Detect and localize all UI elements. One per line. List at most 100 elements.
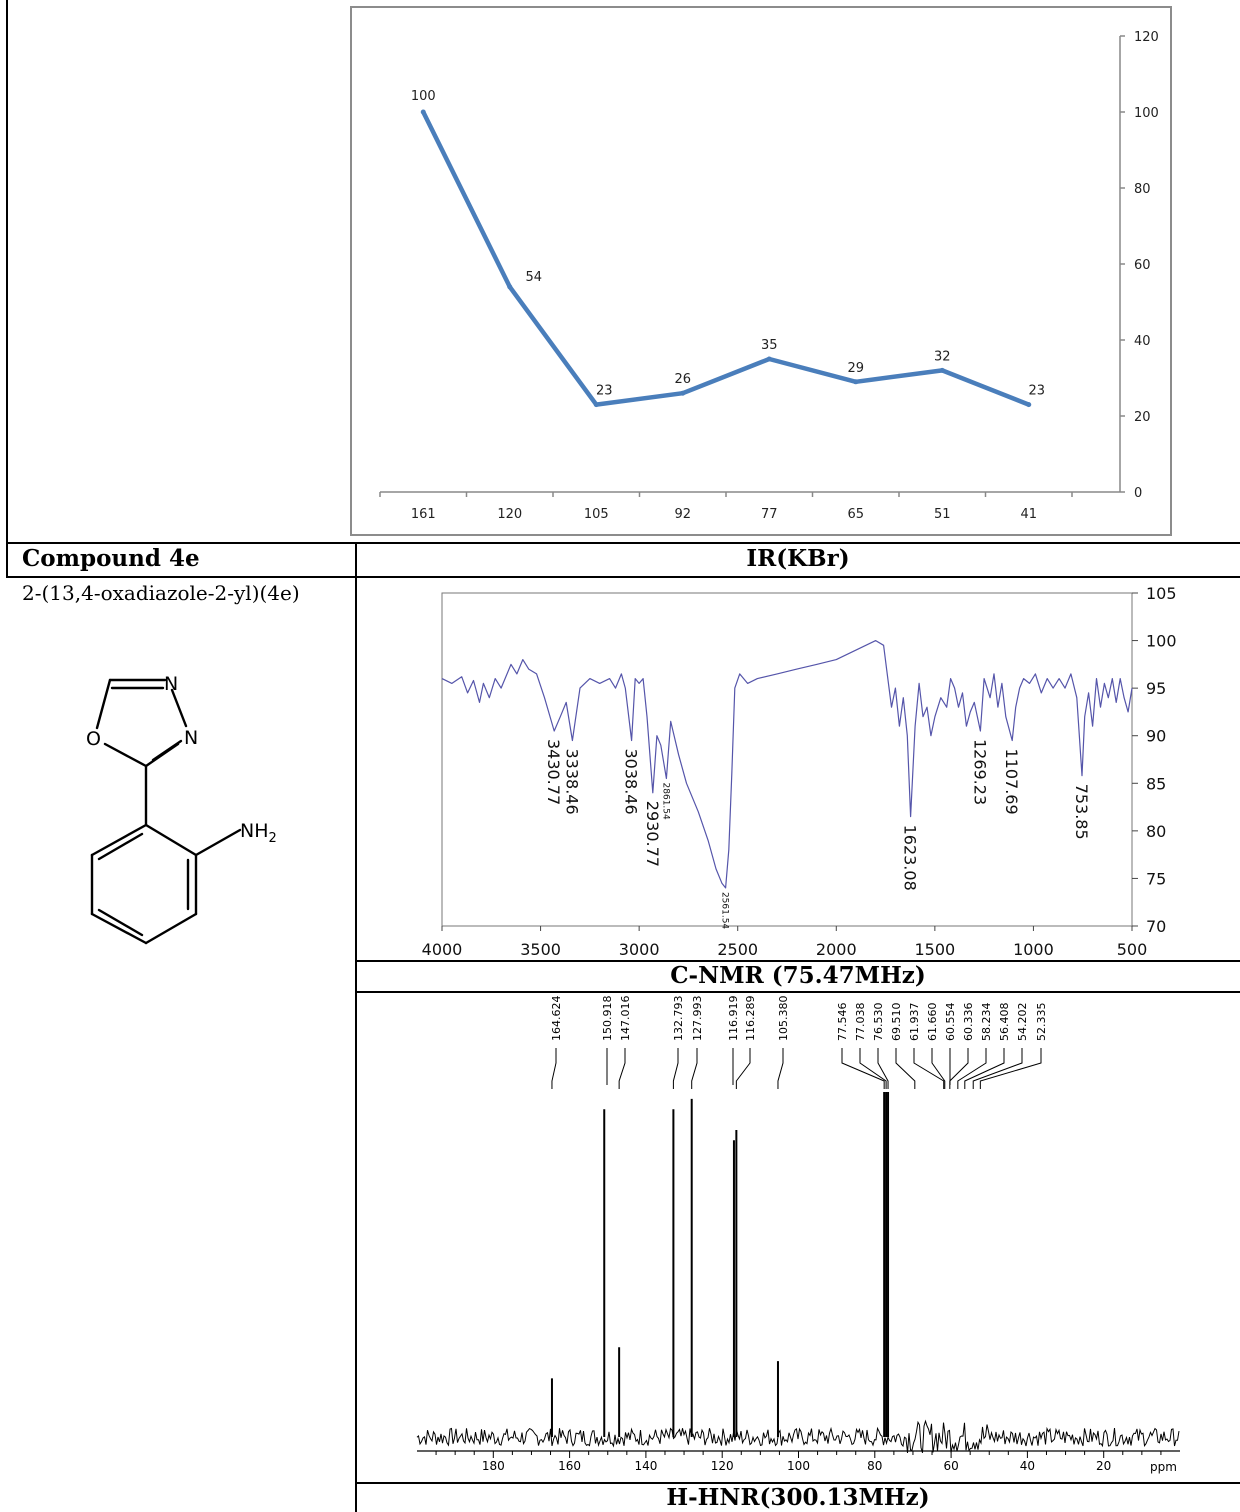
cnmr-peak-label: 58.234 (980, 1003, 993, 1042)
ms-x-tick-label: 92 (674, 507, 691, 522)
ms-y-tick-label: 40 (1134, 334, 1151, 349)
ms-data-point (939, 367, 945, 373)
ms-data-point (1026, 402, 1032, 408)
cnmr-peak-label: 147.016 (619, 996, 632, 1042)
cnmr-leader-line (931, 1048, 946, 1089)
ir-y-tick-label: 100 (1146, 632, 1177, 651)
ms-data-label: 54 (525, 270, 542, 285)
hnmr-header: H-HNR(300.13MHz) (666, 1484, 930, 1511)
cnmr-x-tick-label: 180 (482, 1459, 505, 1473)
cnmr-leader-line (777, 1048, 784, 1089)
ms-data-point (507, 284, 513, 290)
ir-peak-label: 3338.46 (562, 748, 581, 814)
ir-y-tick-label: 90 (1146, 727, 1166, 746)
ms-y-tick-label: 20 (1134, 410, 1151, 425)
ir-x-tick-label: 500 (1117, 940, 1148, 959)
ms-data-label: 29 (847, 361, 864, 376)
cnmr-leader-line (841, 1048, 885, 1089)
ir-peak-label: 1623.08 (901, 825, 920, 891)
cnmr-x-tick-label: 140 (634, 1459, 657, 1473)
cnmr-leader-line (735, 1048, 751, 1089)
cnmr-peak-label: 76.530 (872, 1003, 885, 1042)
table-rule-5 (356, 1482, 1240, 1484)
ms-y-tick-label: 120 (1134, 30, 1159, 45)
ms-series-line (421, 111, 1030, 407)
cnmr-leader-line (913, 1048, 945, 1089)
ms-x-tick-label: 65 (847, 507, 864, 522)
ir-x-tick-label: 4000 (422, 940, 463, 959)
cnmr-peak-label: 116.289 (744, 996, 757, 1042)
cnmr-leader-line (877, 1048, 889, 1089)
cnmr-peak-label: 61.660 (926, 1003, 939, 1042)
ir-y-tick-label: 80 (1146, 822, 1166, 841)
cnmr-x-axis-label: ppm (1150, 1460, 1177, 1474)
ms-y-tick-label: 80 (1134, 182, 1151, 197)
ir-y-tick-label: 75 (1146, 869, 1166, 888)
cnmr-leader-line (964, 1048, 1005, 1089)
cnmr-x-tick-label: 100 (787, 1459, 810, 1473)
ms-data-point (680, 390, 686, 396)
ms-data-label: 23 (1028, 384, 1045, 399)
ir-x-tick-label: 3000 (619, 940, 660, 959)
ir-peak-label: 3038.46 (622, 748, 641, 814)
cnmr-peak-label: 77.546 (836, 1003, 849, 1042)
ms-x-tick-label: 51 (934, 507, 951, 522)
cnmr-x-tick-label: 60 (943, 1459, 958, 1473)
cnmr-leader-line (551, 1048, 557, 1089)
table-rule-middle (355, 542, 357, 1512)
table-rule-3 (356, 960, 1240, 962)
cnmr-baseline-noise (416, 1419, 1180, 1454)
atom-nh2: NH2 (240, 820, 277, 846)
ms-data-point (420, 109, 426, 115)
ir-x-tick-label: 2000 (816, 940, 857, 959)
cnmr-x-tick-label: 80 (867, 1459, 882, 1473)
cnmr-peak-label: 60.336 (962, 1003, 975, 1042)
ir-plot-frame (441, 592, 1133, 927)
ms-y-tick-label: 0 (1134, 486, 1142, 501)
cnmr-peak-label: 132.793 (672, 996, 685, 1042)
ir-x-tick-label: 3500 (520, 940, 561, 959)
ms-x-tick-label: 105 (584, 507, 609, 522)
cnmr-leader-line (957, 1048, 987, 1089)
ir-peak-label: 1107.69 (1002, 748, 1021, 814)
ms-data-point (593, 402, 599, 408)
cnmr-peak-label: 164.624 (550, 996, 563, 1042)
cnmr-peak-label: 116.919 (727, 996, 740, 1042)
cnmr-leader-line (949, 1048, 969, 1089)
cnmr-leader-line (618, 1048, 626, 1089)
cnmr-peak-label: 60.554 (944, 1003, 957, 1042)
cnmr-x-tick-label: 20 (1096, 1459, 1111, 1473)
ms-data-label: 32 (934, 349, 951, 364)
cnmr-leader-line (979, 1048, 1042, 1089)
ms-data-label: 23 (596, 384, 613, 399)
ms-data-label: 26 (674, 372, 691, 387)
ir-peak-label: 2930.77 (643, 801, 662, 867)
ms-data-label: 35 (761, 338, 778, 353)
table-rule-1 (6, 542, 1240, 544)
ms-x-tick-label: 161 (411, 507, 436, 522)
cnmr-peak-label: 127.993 (691, 996, 704, 1042)
ir-x-tick-label: 2500 (717, 940, 758, 959)
ir-peak-label: 2861.54 (660, 783, 670, 820)
cnmr-x-tick-label: 160 (558, 1459, 581, 1473)
cnmr-leader-line (895, 1048, 916, 1089)
cnmr-peak-label: 61.937 (908, 1003, 921, 1042)
ir-peak-label: 1269.23 (970, 739, 989, 805)
ir-header: IR(KBr) (746, 545, 850, 572)
ir-x-tick-label: 1000 (1013, 940, 1054, 959)
ir-spectrum-line (441, 639, 1133, 889)
ir-y-tick-label: 70 (1146, 917, 1166, 936)
cnmr-header: C-NMR (75.47MHz) (670, 962, 926, 989)
ms-data-point (853, 379, 859, 385)
ir-y-tick-label: 95 (1146, 679, 1166, 698)
cnmr-leader-line (859, 1048, 887, 1089)
cnmr-leader-line (972, 1048, 1023, 1089)
ms-x-tick-label: 120 (497, 507, 522, 522)
cnmr-leader-line (691, 1048, 698, 1089)
compound-name: 2-(13,4-oxadiazole-2-yl)(4e) (22, 581, 300, 605)
cnmr-peak-label: 56.408 (998, 1003, 1011, 1042)
ms-x-tick-label: 41 (1020, 507, 1037, 522)
